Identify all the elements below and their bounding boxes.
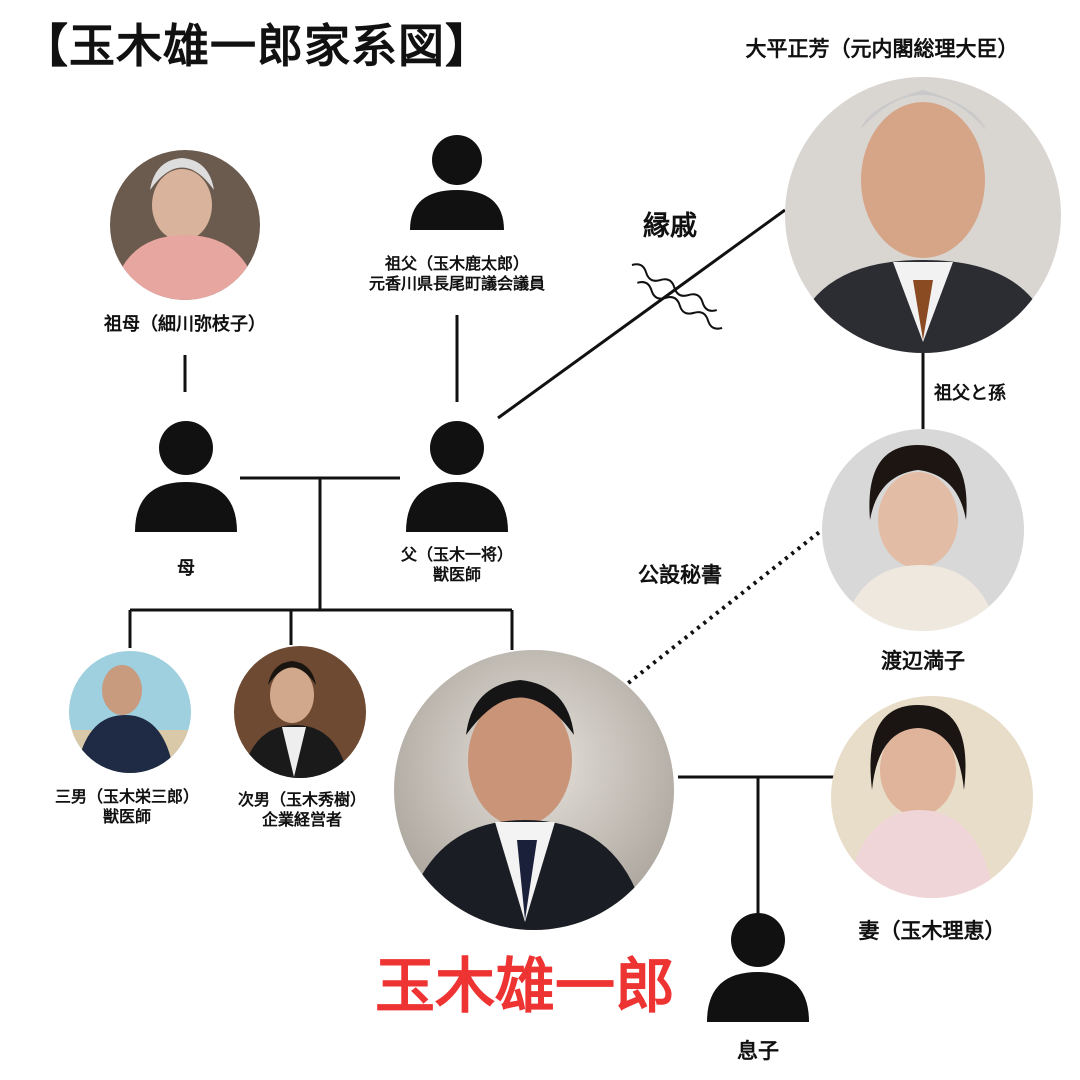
page-title: 【玉木雄一郎家系図】 — [22, 19, 492, 73]
father-label: 父（玉木一将） 獣医師 — [401, 545, 513, 585]
relation-grandfather-grandchild-label: 祖父と孫 — [934, 383, 1006, 404]
relation-secretary-label: 公設秘書 — [638, 563, 722, 587]
father-silhouette-icon — [406, 421, 508, 532]
second-son-name: 次男（玉木秀樹） — [237, 790, 367, 809]
ohira-photo — [785, 77, 1061, 353]
grandmother-photo — [110, 150, 260, 300]
third-son-label: 三男（玉木栄三郎） 獣医師 — [55, 787, 199, 827]
yuichiro-name: 玉木雄一郎 — [375, 952, 675, 1022]
second-son-role: 企業経営者 — [261, 810, 343, 829]
grandfather-name: 祖父（玉木鹿太郎） — [384, 254, 530, 273]
third-son-role: 獣医師 — [102, 807, 152, 826]
yuichiro-photo — [394, 650, 674, 930]
grandfather-role: 元香川県長尾町議会議員 — [368, 274, 546, 293]
second-son-label: 次男（玉木秀樹） 企業経営者 — [238, 790, 366, 830]
watanabe-label: 渡辺満子 — [881, 649, 965, 673]
line-father-ohira — [497, 208, 786, 420]
grandfather-silhouette-icon — [410, 135, 504, 230]
son-silhouette-icon — [707, 913, 809, 1022]
mother-label: 母 — [177, 558, 195, 579]
son-label: 息子 — [737, 1039, 779, 1063]
third-son-name: 三男（玉木栄三郎） — [54, 787, 200, 806]
relation-relatives-label: 縁戚 — [643, 211, 697, 242]
wife-photo — [831, 696, 1033, 898]
squiggle-break-2 — [637, 281, 723, 330]
grandmother-label: 祖母（細川弥枝子） — [104, 314, 266, 335]
father-role: 獣医師 — [432, 565, 482, 584]
grandfather-label: 祖父（玉木鹿太郎） 元香川県長尾町議会議員 — [369, 254, 545, 294]
mother-silhouette-icon — [135, 421, 237, 532]
third-son-photo — [69, 651, 191, 773]
line-secretary — [620, 528, 824, 690]
ohira-label: 大平正芳（元内閣総理大臣） — [745, 37, 1019, 61]
watanabe-photo — [822, 429, 1024, 631]
father-name: 父（玉木一将） — [400, 545, 514, 564]
squiggle-break-1 — [631, 263, 718, 312]
second-son-photo — [234, 646, 366, 778]
wife-label: 妻（玉木理恵） — [858, 919, 1006, 943]
